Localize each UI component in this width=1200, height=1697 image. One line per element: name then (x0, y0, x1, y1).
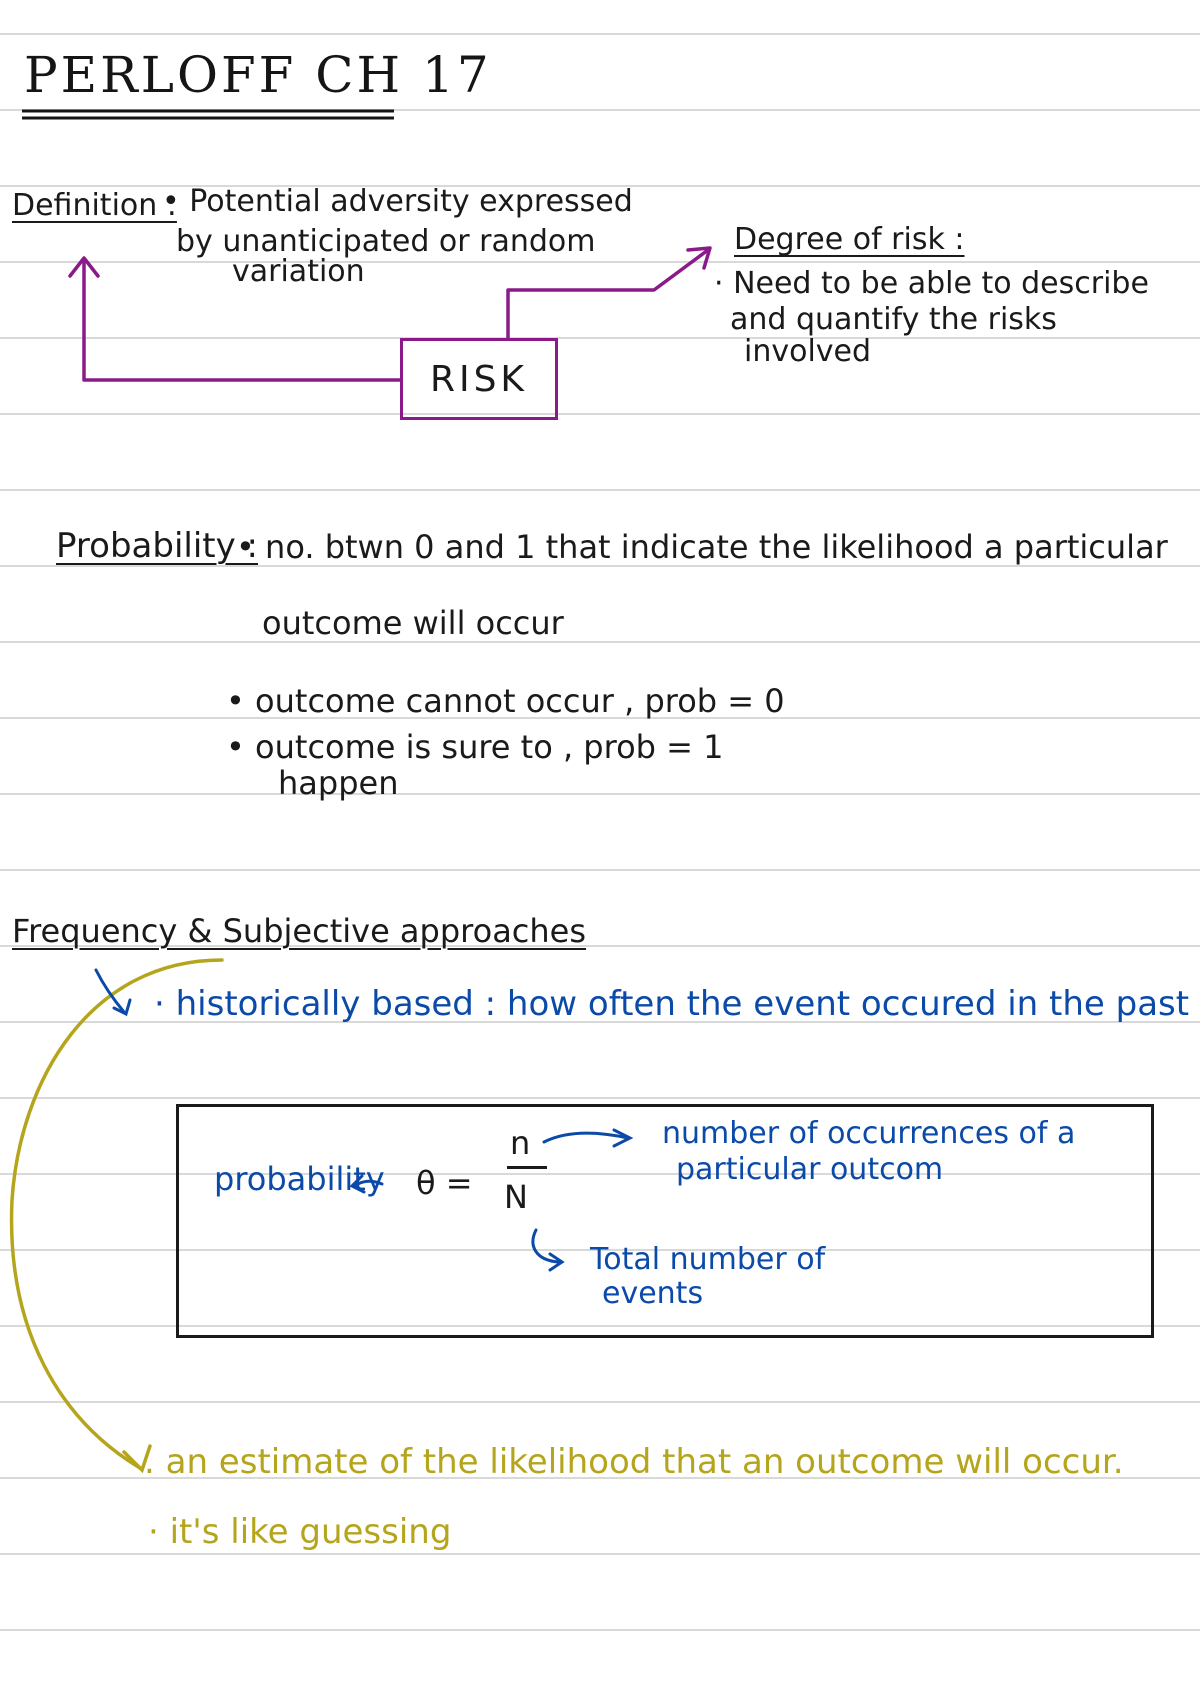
degree-line-3: involved (744, 334, 872, 369)
approaches-heading: Frequency & Subjective approaches (12, 912, 587, 950)
probability-bullet-2: • outcome is sure to , prob = 1 (226, 728, 724, 766)
title-double-underline (22, 109, 394, 120)
formula-denominator: N (504, 1178, 528, 1216)
probability-label: Probability : (56, 526, 258, 566)
historical-approach-note: · historically based : how often the eve… (154, 984, 1190, 1024)
degree-of-risk-label: Degree of risk : (734, 222, 965, 257)
degree-line-2: and quantify the risks (730, 302, 1057, 337)
definition-line-3: variation (232, 254, 365, 289)
probability-line-2: outcome will occur (262, 604, 564, 642)
numerator-note-line-1: number of occurrences of a (662, 1116, 1076, 1151)
formula-probability-label: probability (214, 1160, 385, 1198)
denominator-note-line-2: events (602, 1276, 704, 1311)
subjective-note-line-2: · it's like guessing (148, 1512, 452, 1552)
risk-box: RISK (400, 338, 558, 420)
probability-line-1: • no. btwn 0 and 1 that indicate the lik… (236, 528, 1168, 566)
degree-line-1: · Need to be able to describe (714, 266, 1149, 301)
formula-box (176, 1104, 1154, 1338)
formula-theta: θ = (416, 1164, 473, 1202)
definition-label: Definition : (12, 188, 177, 223)
page-title: PERLOFF CH 17 (24, 46, 492, 104)
subjective-note-line-1: . an estimate of the likelihood that an … (144, 1442, 1124, 1482)
probability-bullet-1: • outcome cannot occur , prob = 0 (226, 682, 785, 720)
definition-line-1: • Potential adversity expressed (162, 184, 633, 219)
definition-line-2: by unanticipated or random (176, 224, 596, 259)
denominator-note-line-1: Total number of (590, 1242, 826, 1277)
fraction-bar (507, 1166, 547, 1169)
probability-bullet-2-continued: happen (278, 764, 399, 802)
numerator-note-line-2: particular outcom (676, 1152, 944, 1187)
formula-numerator: n (510, 1124, 531, 1162)
